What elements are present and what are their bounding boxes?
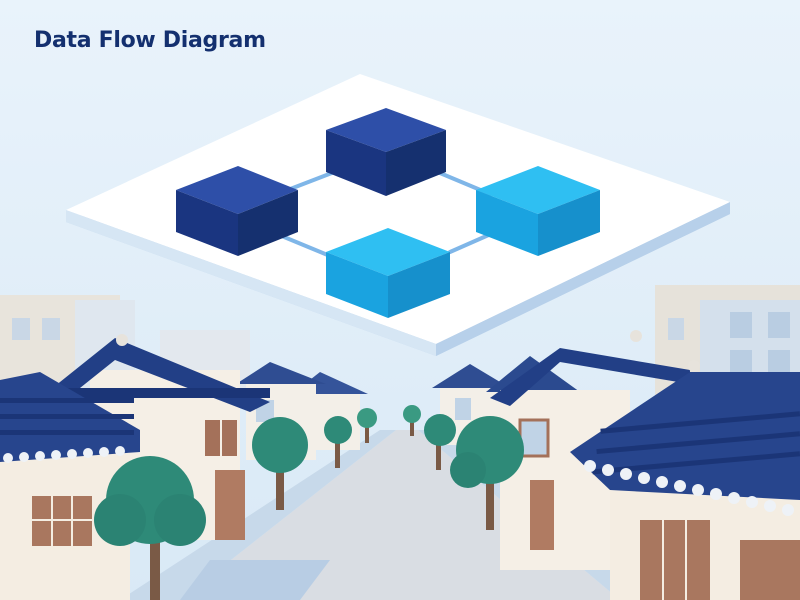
right-house-foreground <box>570 360 800 600</box>
left-tree <box>94 417 308 600</box>
road-shadow <box>180 560 330 600</box>
node-bottom <box>326 228 450 318</box>
left-sidewalk <box>120 430 396 600</box>
diagram-platform <box>66 74 730 356</box>
right-tree <box>450 416 524 530</box>
node-right <box>476 166 600 256</box>
street-trees-far <box>324 405 456 470</box>
node-top <box>326 108 446 196</box>
node-left <box>176 166 298 256</box>
page-title: Data Flow Diagram <box>34 28 266 53</box>
